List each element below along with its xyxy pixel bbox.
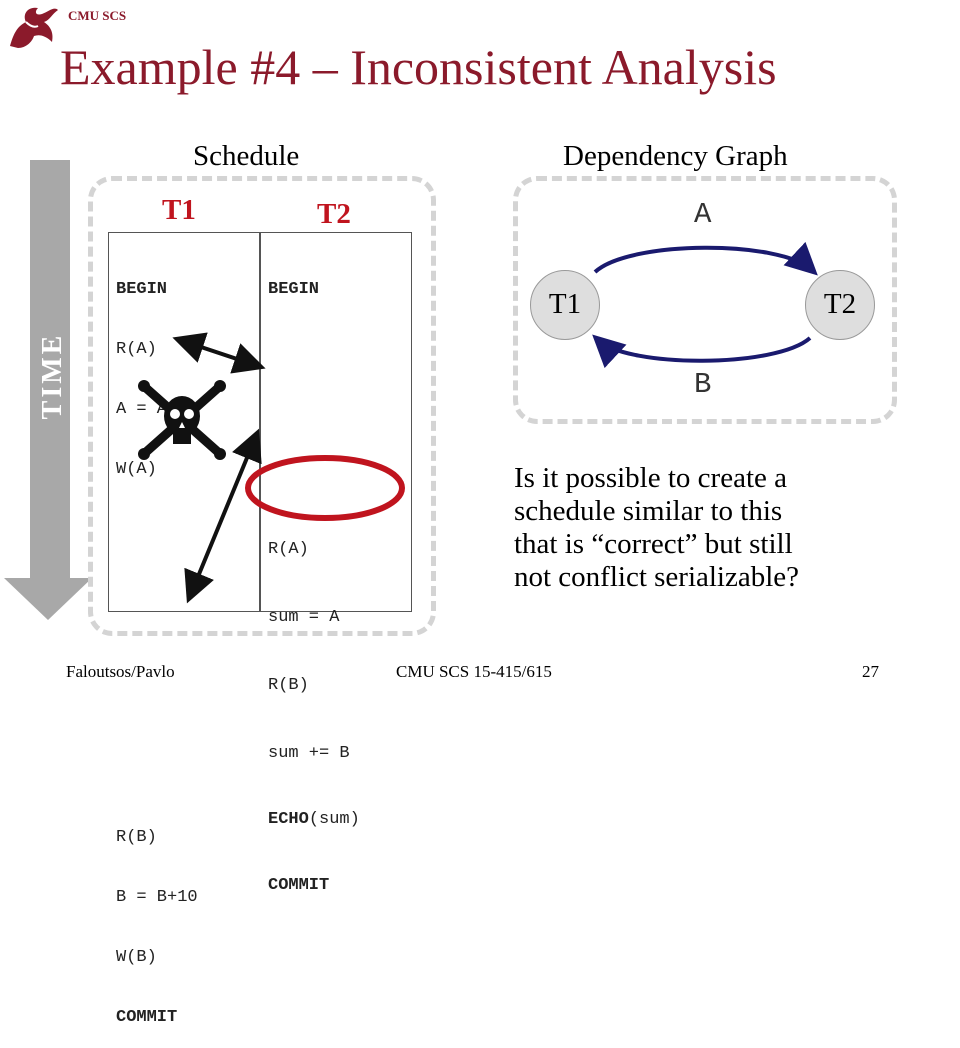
t1-op <box>116 520 198 540</box>
question-text: Is it possible to create a schedule simi… <box>514 462 874 594</box>
t1-op <box>116 580 198 600</box>
column-divider <box>259 232 261 612</box>
edge-label-b: B <box>694 368 712 401</box>
t2-op <box>268 460 360 480</box>
t2-op: BEGIN <box>268 280 320 299</box>
footer-authors: Faloutsos/Pavlo <box>66 662 175 681</box>
org-label: CMU SCS <box>68 8 127 23</box>
t1-op <box>116 640 198 660</box>
schedule-panel <box>88 176 436 636</box>
t1-column-label: T1 <box>162 194 196 226</box>
t2-op: R(B) <box>268 676 309 695</box>
t2-op: R(A) <box>268 540 309 559</box>
slide-title: Example #4 – Inconsistent Analysis <box>60 39 777 95</box>
t2-op: COMMIT <box>268 876 330 895</box>
schedule-heading: Schedule <box>193 140 300 172</box>
t1-op <box>116 700 198 720</box>
question-line: Is it possible to create a <box>514 462 787 494</box>
t2-op <box>268 400 360 420</box>
question-line: schedule similar to this <box>514 495 783 527</box>
t1-op: A = A-10 <box>116 400 198 419</box>
t1-op: R(A) <box>116 340 157 359</box>
edge-label-a: A <box>694 198 712 231</box>
t1-op: BEGIN <box>116 280 168 299</box>
t2-op: sum = A <box>268 608 340 627</box>
t2-op <box>268 340 360 360</box>
t1-operations: BEGIN R(A) A = A-10 W(A) R(B) B = B+10 W… <box>116 240 198 1048</box>
t2-op: sum += B <box>268 744 350 763</box>
graph-node-t2: T2 <box>805 270 875 340</box>
question-line: that is “correct” but still <box>514 528 793 560</box>
dependency-graph-heading: Dependency Graph <box>563 140 788 172</box>
t1-op: W(A) <box>116 460 157 479</box>
dragon-icon <box>10 7 58 49</box>
t1-op <box>116 768 198 788</box>
time-arrow <box>4 160 92 620</box>
t1-op: COMMIT <box>116 1008 178 1027</box>
t2-operations: BEGIN R(A) sum = A R(B) sum += B ECHO(su… <box>268 240 360 916</box>
t2-column-label: T2 <box>317 198 351 230</box>
dependency-graph-panel <box>513 176 897 424</box>
t1-op: W(B) <box>116 948 157 967</box>
t1-op: R(B) <box>116 828 157 847</box>
page-number: 27 <box>862 662 879 681</box>
question-line: not conflict serializable? <box>514 561 800 593</box>
graph-node-t1: T1 <box>530 270 600 340</box>
time-label: TIME <box>37 332 68 420</box>
footer-course: CMU SCS 15-415/615 <box>396 662 552 681</box>
t2-op-echo: ECHO(sum) <box>268 810 360 829</box>
t1-op: B = B+10 <box>116 888 198 907</box>
